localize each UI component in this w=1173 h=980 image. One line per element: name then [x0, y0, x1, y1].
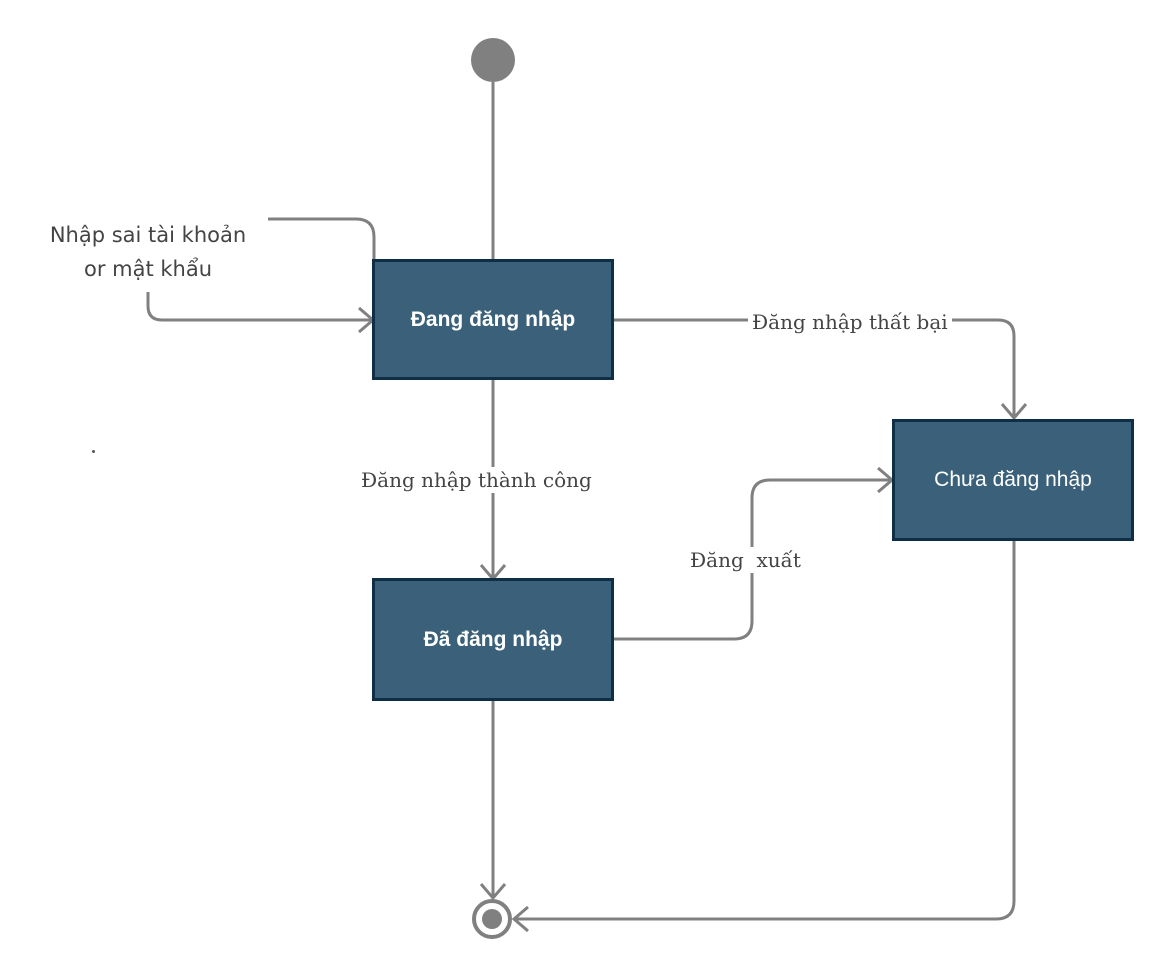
label-login-success: Đăng nhập thành công	[357, 467, 596, 493]
edge-login-failed	[614, 318, 1016, 417]
state-not-logged-in-label: Chưa đăng nhập	[934, 468, 1092, 491]
arrowhead-not-logged-in-to-final	[511, 905, 529, 933]
label-wrong-credentials: Nhập sai tài khoản or mật khẩu	[28, 218, 268, 286]
state-logging-in[interactable]: Đang đăng nhập	[372, 259, 614, 380]
label-login-failed: Đăng nhập thất bại	[748, 309, 952, 335]
edge-wrong-credentials-return	[146, 292, 372, 322]
state-logging-in-label: Đang đăng nhập	[410, 307, 576, 331]
edge-wrong-credentials-loop	[268, 217, 376, 259]
initial-state-node	[471, 38, 515, 82]
state-logged-in-label: Đã đăng nhập	[423, 627, 563, 651]
arrowhead-logged-in-to-final	[479, 883, 507, 901]
state-not-logged-in[interactable]: Chưa đăng nhập	[892, 419, 1134, 541]
final-state-inner-dot	[482, 909, 502, 929]
label-wrong-credentials-line1: Nhập sai tài khoản	[49, 223, 247, 247]
state-logged-in[interactable]: Đã đăng nhập	[372, 578, 614, 701]
label-wrong-credentials-line2: or mật khẩu	[83, 257, 213, 281]
edge-not-logged-in-to-final	[515, 541, 1016, 921]
label-logout: Đăng xuất	[686, 547, 805, 573]
stray-dot	[92, 450, 95, 453]
arrowhead-login-failed	[1000, 403, 1028, 421]
